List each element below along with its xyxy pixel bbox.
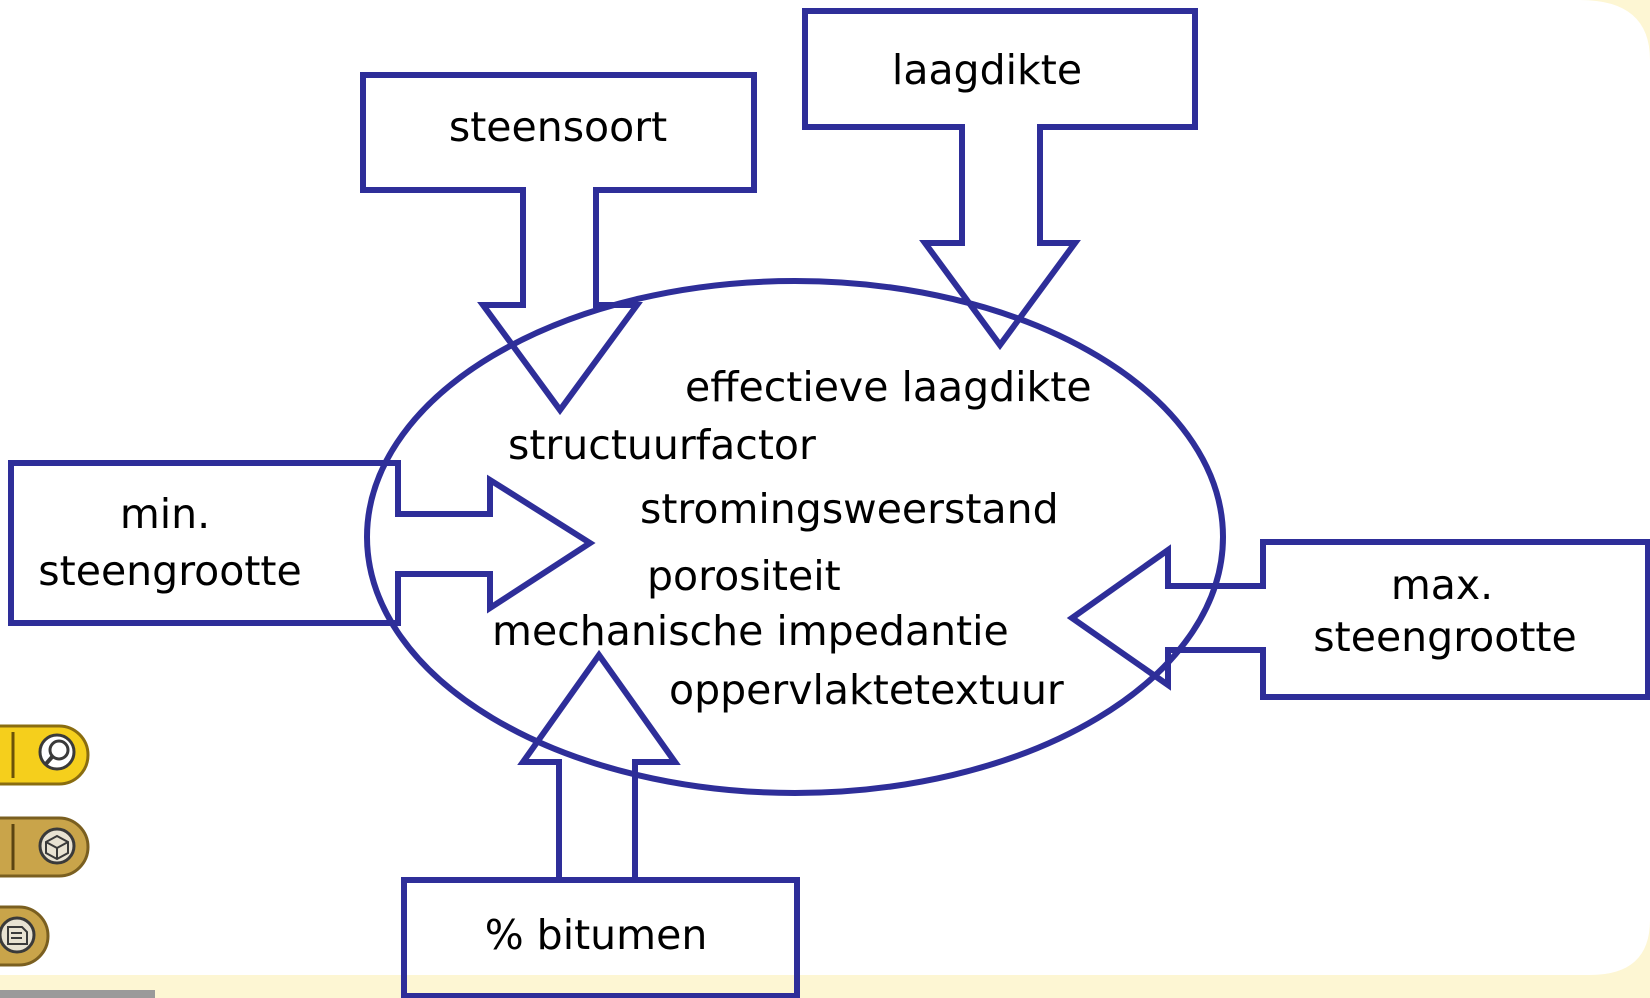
bottom-bar-fragment xyxy=(0,990,155,998)
mechanische-impedantie-label: mechanische impedantie xyxy=(492,607,1009,655)
steensoort-label: steensoort xyxy=(449,103,667,151)
bitumen-callout-arrow xyxy=(401,649,800,998)
steensoort-callout-arrow xyxy=(360,72,757,416)
min-label-line2: steengrootte xyxy=(38,547,301,595)
max-label-line1: max. xyxy=(1391,561,1493,609)
document-icon xyxy=(0,916,36,954)
input-labels: steensoort laagdikte min. steengrootte m… xyxy=(38,46,1576,959)
oppervlaktetextuur-label: oppervlaktetextuur xyxy=(669,666,1064,714)
min-label-line1: min. xyxy=(120,490,210,538)
center-properties: effectieve laagdikte structuurfactor str… xyxy=(492,363,1092,714)
magnifier-icon xyxy=(38,733,76,771)
notes-button[interactable] xyxy=(0,905,50,967)
structuurfactor-label: structuurfactor xyxy=(508,421,816,469)
laagdikte-callout-arrow xyxy=(802,8,1198,351)
view-button[interactable] xyxy=(0,816,90,878)
max-label-line2: steengrootte xyxy=(1313,613,1576,661)
stromingsweerstand-label: stromingsweerstand xyxy=(640,485,1059,533)
max-steengrootte-callout-arrow xyxy=(1066,539,1650,700)
center-ellipse xyxy=(364,278,1226,796)
bitumen-label: % bitumen xyxy=(485,911,708,959)
zoom-button[interactable] xyxy=(0,724,90,786)
laagdikte-label: laagdikte xyxy=(892,46,1082,94)
box-icon xyxy=(38,827,76,865)
porositeit-label: porositeit xyxy=(647,552,841,600)
effectieve-laagdikte-label: effectieve laagdikte xyxy=(685,363,1092,411)
min-steengrootte-callout-arrow xyxy=(8,460,596,626)
